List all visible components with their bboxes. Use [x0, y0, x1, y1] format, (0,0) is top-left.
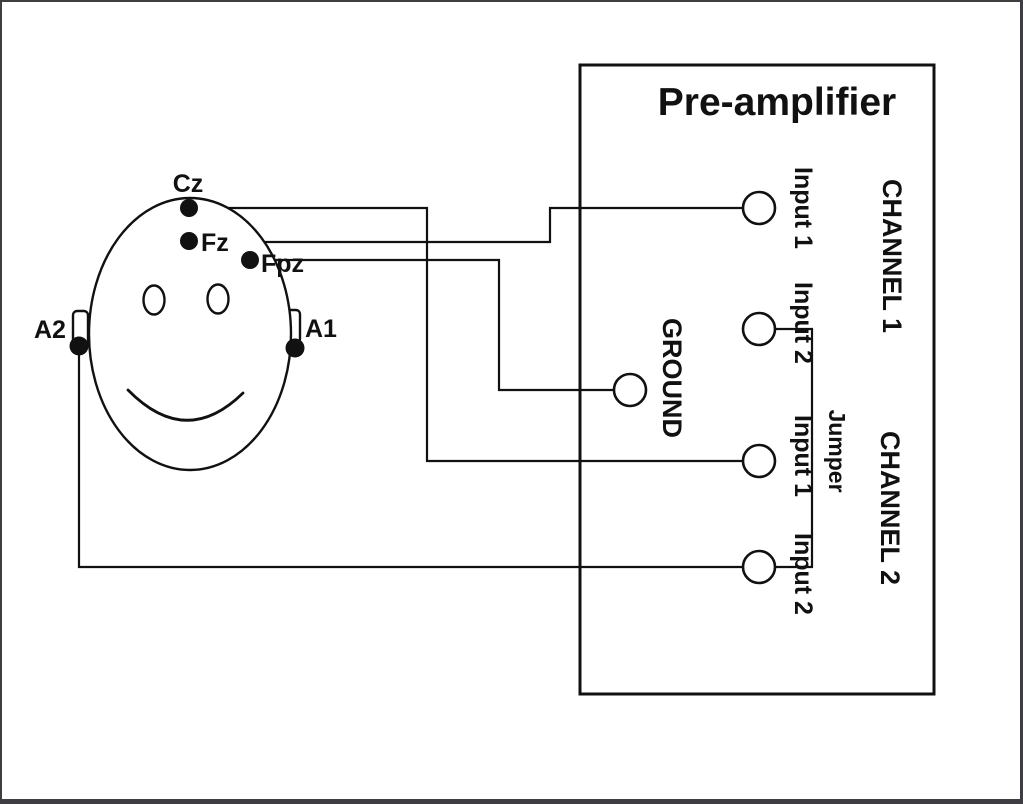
head-group: Cz Fz Fpz A1 A2 [34, 170, 337, 472]
channel2-label: CHANNEL 2 [875, 431, 905, 585]
preamplifier-title: Pre-amplifier [658, 81, 896, 124]
smile [126, 388, 245, 422]
electrode-dot-fpz [241, 251, 259, 269]
wire-jumper [775, 327, 814, 569]
wires-group [77, 206, 814, 569]
channel2-input2-terminal [741, 549, 777, 585]
channel1-input1-label: Input 1 [789, 167, 817, 249]
electrode-label-fz: Fz [201, 229, 229, 257]
wire-cz-to-channel2-input1 [195, 206, 743, 463]
channel2-input1-terminal [741, 443, 777, 479]
electrode-dot-a2 [69, 336, 89, 356]
left-eye [142, 284, 166, 316]
channel1-label: CHANNEL 1 [877, 179, 907, 333]
electrode-label-cz: Cz [173, 170, 204, 198]
electrode-dot-fz [180, 232, 198, 250]
electrode-label-a2: A2 [34, 316, 66, 344]
wire-a2-to-channel2-input2 [77, 354, 743, 569]
wire-fz-to-channel1-input1 [198, 206, 743, 244]
terminals-group [612, 190, 777, 585]
jumper-label: Jumper [824, 409, 850, 492]
channel1-input1-terminal [741, 190, 777, 226]
ground-label: GROUND [657, 318, 687, 438]
channel1-input2-terminal [741, 311, 777, 347]
electrode-label-fpz: Fpz [261, 250, 304, 278]
wire-fpz-to-ground [258, 258, 614, 392]
ground-terminal [612, 372, 648, 408]
electrode-dot-a1 [285, 338, 305, 358]
right-eye [206, 283, 230, 315]
electrode-label-a1: A1 [305, 315, 337, 343]
electrode-dot-cz [180, 199, 198, 217]
